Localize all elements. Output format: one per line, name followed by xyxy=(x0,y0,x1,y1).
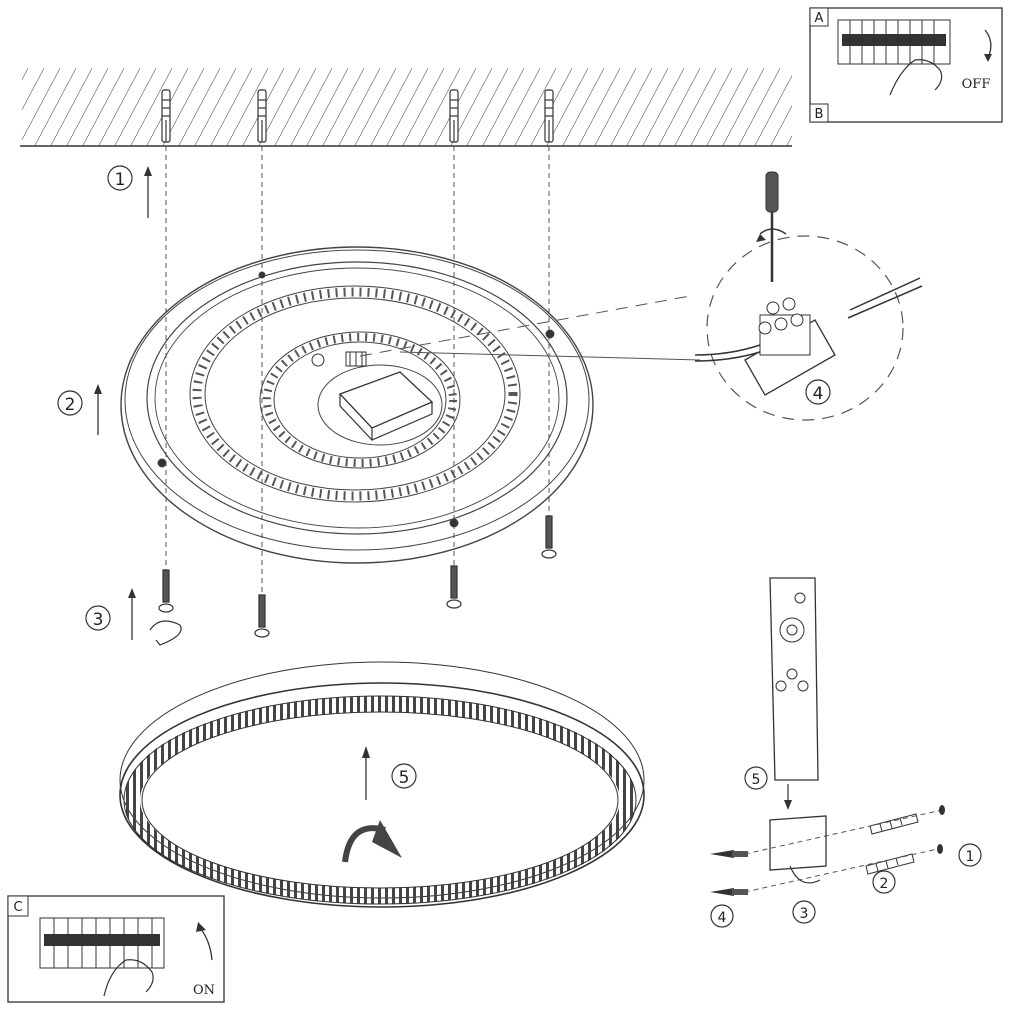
panel-a-breaker-off: A B OFF xyxy=(809,7,1003,123)
panel-c-label: C xyxy=(13,900,22,915)
remote-control xyxy=(769,577,819,781)
ceiling xyxy=(0,60,792,150)
wall-anchor xyxy=(257,89,267,143)
step-2-number: 2 xyxy=(65,395,76,415)
wall-plug xyxy=(869,813,919,835)
screws xyxy=(158,515,557,638)
step-1-number: 1 xyxy=(115,170,126,190)
screw xyxy=(541,515,557,559)
breaker-switches xyxy=(837,19,951,65)
screw xyxy=(158,569,174,613)
wall-anchor xyxy=(544,89,554,143)
screw xyxy=(446,565,462,609)
mounting-plate xyxy=(120,246,594,564)
wall-anchors xyxy=(161,89,554,143)
holder-step-3: 3 xyxy=(800,906,809,922)
on-label: ON xyxy=(193,983,215,998)
screw xyxy=(254,594,270,638)
holder-step-4: 4 xyxy=(718,910,727,926)
wall-anchor xyxy=(449,89,459,143)
wall-anchor xyxy=(161,89,171,143)
step-3-marker: 3 xyxy=(85,588,182,646)
lamp-cover: 5 xyxy=(119,661,645,908)
step-3-number: 3 xyxy=(93,610,104,630)
step-1-marker: 1 xyxy=(107,165,152,218)
step-4-number: 4 xyxy=(813,384,824,404)
breaker-switches xyxy=(39,917,165,969)
led-ring-outer xyxy=(192,287,518,501)
step-2-marker: 2 xyxy=(57,384,102,435)
panel-a-label: A xyxy=(815,11,824,26)
off-label: OFF xyxy=(962,77,991,92)
remote-holder: 5 1 2 xyxy=(710,766,982,928)
wiring-detail: 4 xyxy=(359,171,923,421)
holder-step-5: 5 xyxy=(752,772,761,788)
hand-icon xyxy=(889,59,943,96)
screw-horizontal xyxy=(710,888,748,896)
holder-step-2: 2 xyxy=(880,876,889,892)
guide-lines xyxy=(165,146,550,600)
wall-plug xyxy=(865,853,915,875)
rotate-arrow-icon xyxy=(149,620,182,646)
panel-b-label: B xyxy=(815,107,824,122)
step-5-number: 5 xyxy=(399,768,410,788)
hand-icon xyxy=(103,959,154,997)
terminal-block xyxy=(744,297,836,396)
screw-horizontal xyxy=(710,850,748,858)
led-ring-inner xyxy=(263,333,457,467)
panel-c-breaker-on: C ON xyxy=(7,895,225,1003)
holder-step-1: 1 xyxy=(966,849,975,865)
screwdriver-icon xyxy=(756,171,787,282)
